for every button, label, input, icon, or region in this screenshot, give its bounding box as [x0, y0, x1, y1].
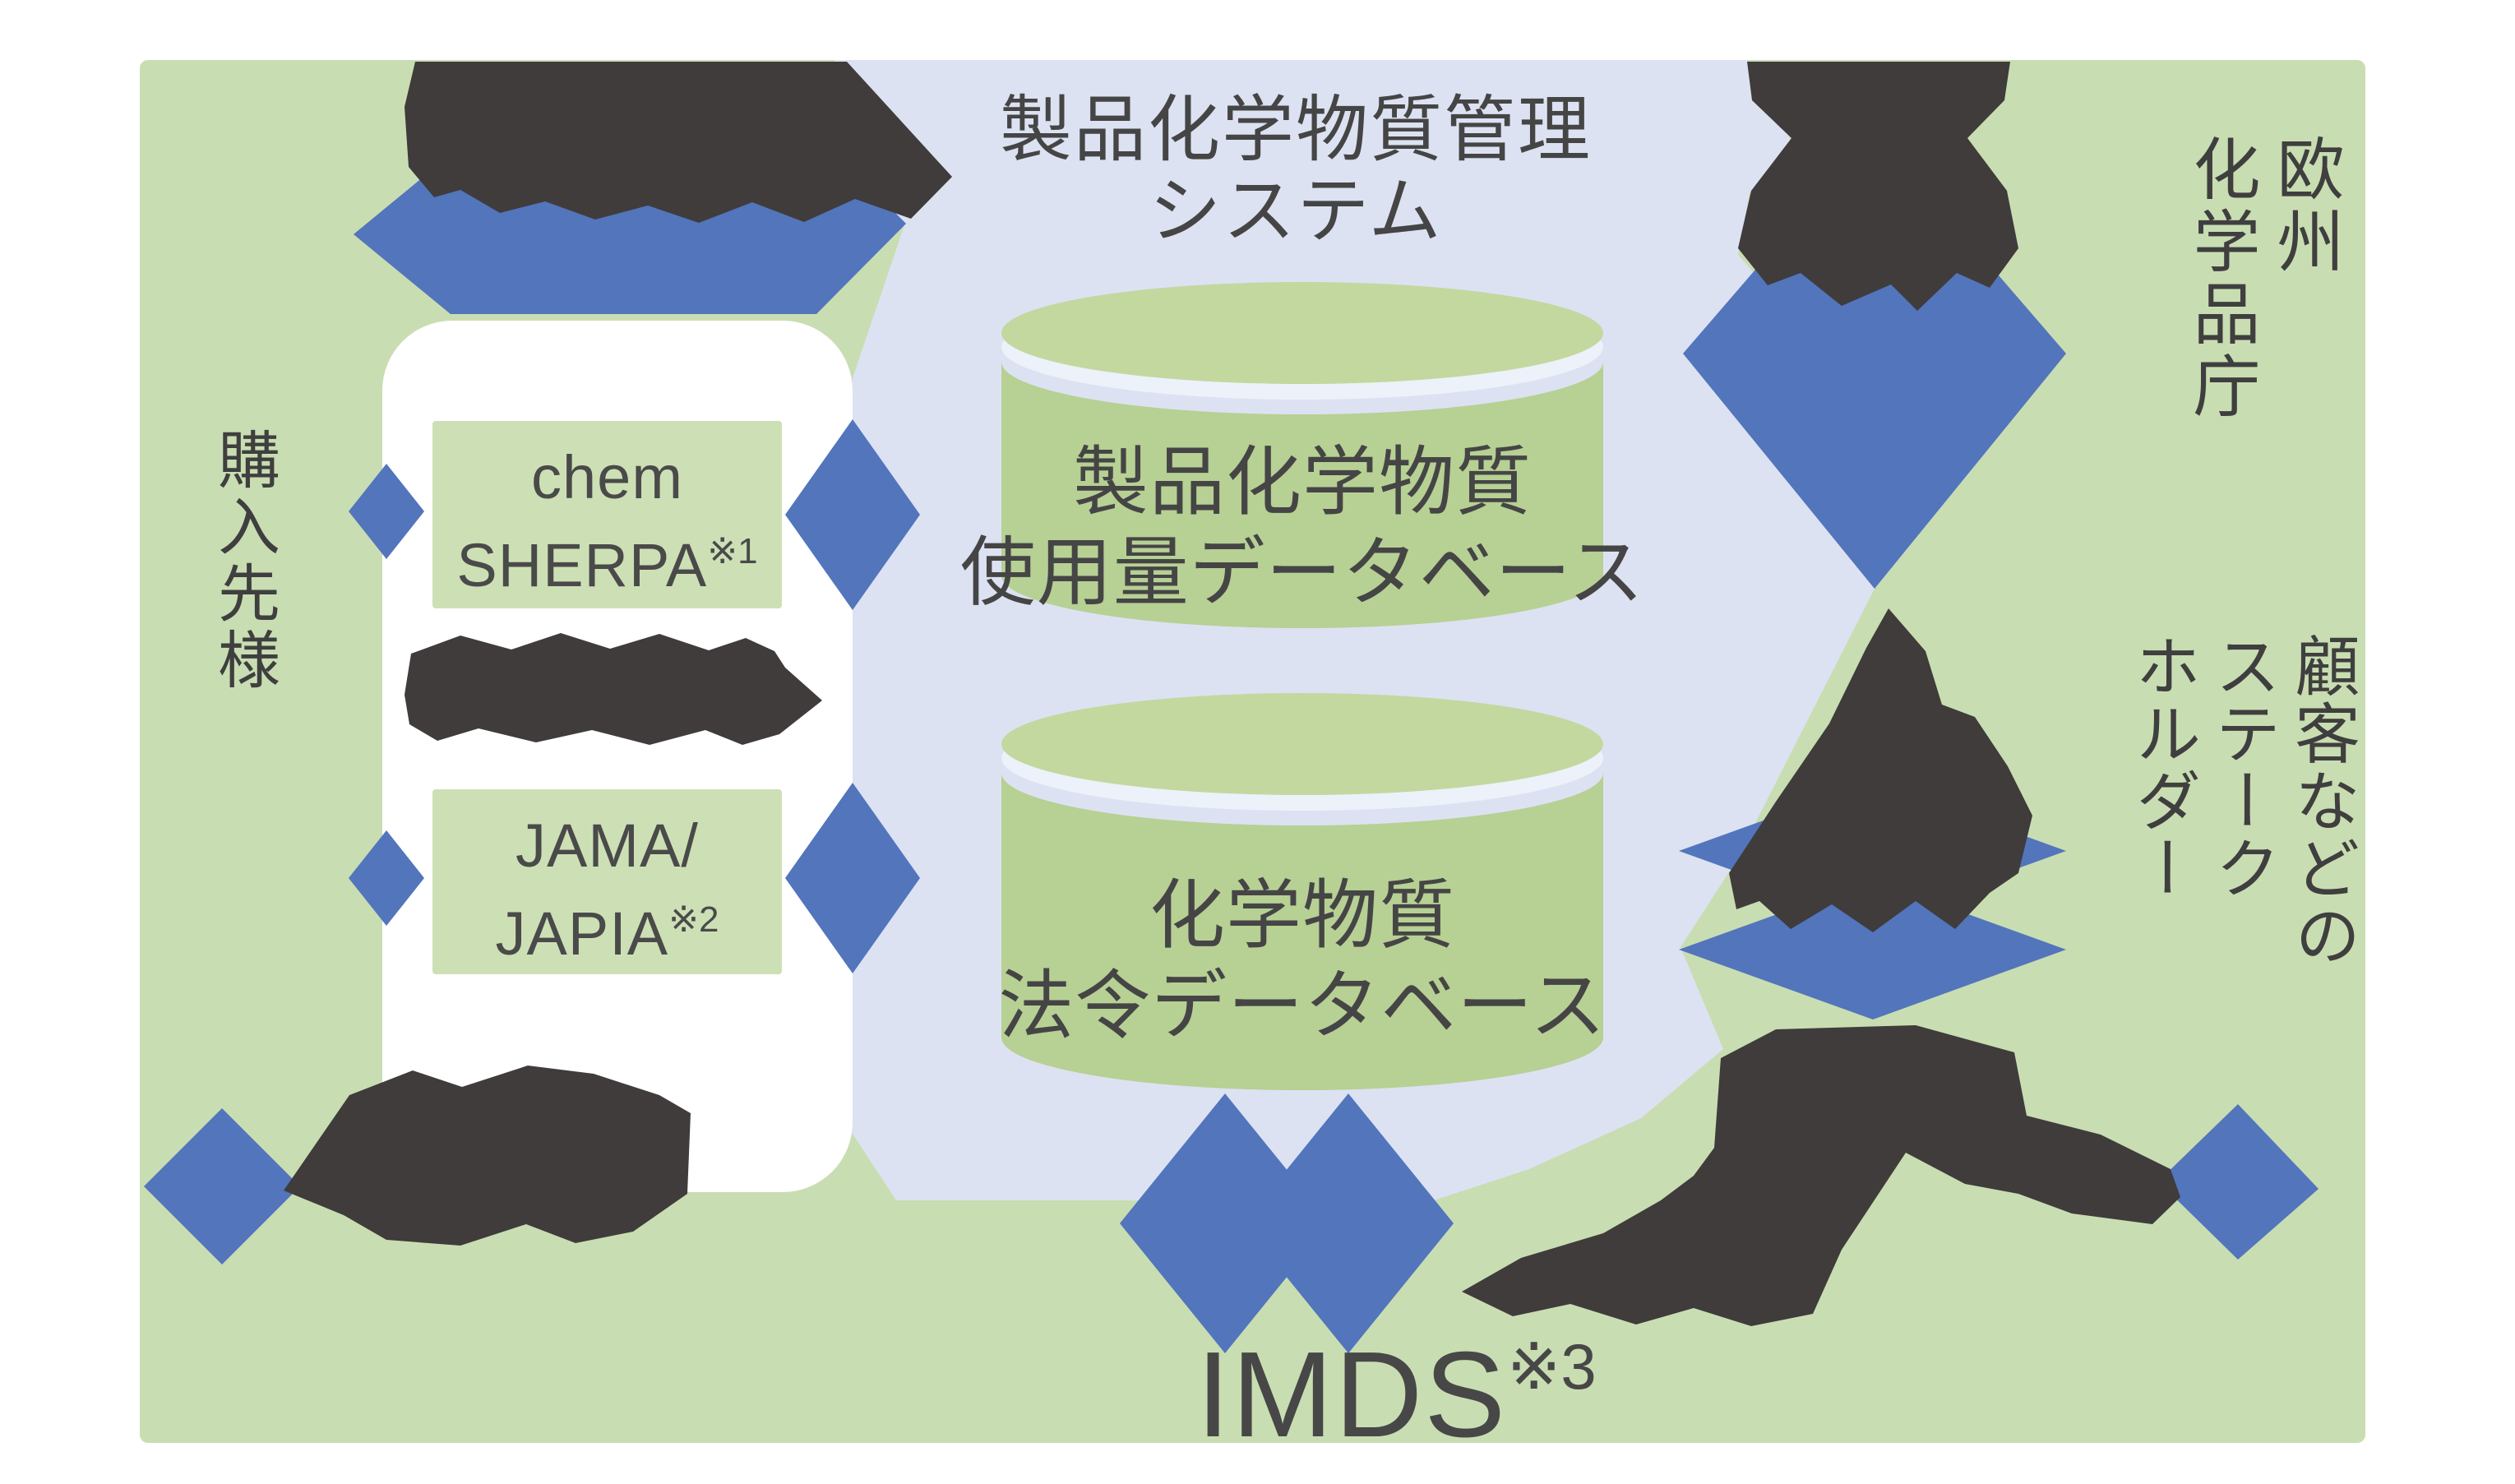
- chem-sherpa-label: chem SHERPA※1: [432, 441, 782, 603]
- jama-japia-box: [432, 789, 782, 974]
- redacted-blob-top-right: [1738, 62, 2018, 311]
- echa-label-col1: 欧州: [2267, 134, 2342, 279]
- chem-sherpa-line1: chem: [531, 443, 683, 511]
- jama-japia-note: ※2: [668, 899, 719, 940]
- imds-exchange-arrow-right: [1243, 1093, 1454, 1353]
- system-title-line1: 製品化学物質管理: [999, 89, 1592, 170]
- imds-name: IMDS: [1196, 1327, 1507, 1463]
- chem-sherpa-line2: SHERPA※1: [432, 515, 782, 603]
- jama-japia-name: JAPIA: [495, 899, 669, 968]
- redacted-blob-bottom-left: [284, 1066, 691, 1246]
- usage-db-line1: 製品化学物質: [1072, 441, 1532, 525]
- chem-sherpa-left-arrow: [349, 464, 424, 559]
- jama-japia-line2: JAPIA※2: [432, 883, 782, 971]
- jama-japia-label: JAMA/ JAPIA※2: [432, 809, 782, 971]
- chem-sherpa-note: ※1: [707, 531, 758, 571]
- law-db-line1: 化学物質: [1149, 874, 1455, 958]
- redacted-blob-bottom-right: [1462, 1025, 2180, 1326]
- stakeholders-label-col2: ステーク: [2206, 632, 2279, 902]
- imds-exchange-arrow-left: [1120, 1093, 1330, 1353]
- bottom-right-exchange-arrow: [2158, 1104, 2319, 1260]
- redacted-blob-between-boxes: [405, 633, 822, 745]
- law-cylinder-body: [1001, 773, 1603, 1090]
- law-cylinder-lid: [1001, 693, 1603, 795]
- stakeholders-label-col1: 顧客などの: [2286, 632, 2359, 969]
- imds-label: IMDS※3: [1196, 1325, 1597, 1465]
- usage-cylinder-body: [1001, 362, 1603, 628]
- stakeholders-label: 顧客などの ステーク ホルダー: [2123, 632, 2362, 1158]
- usage-database-cylinder: [1001, 282, 1603, 628]
- usage-cylinder-lid: [1001, 282, 1603, 384]
- redacted-blob-top-left: [405, 62, 952, 223]
- jama-japia-left-arrow: [349, 830, 424, 926]
- redacted-blob-stakeholder: [1729, 608, 2032, 932]
- chem-sherpa-right-arrow: [785, 419, 920, 610]
- stakeholders-label-col3: ホルダー: [2126, 632, 2199, 902]
- usage-db-line2: 使用量データベース: [959, 531, 1645, 615]
- echa-label: 欧州 化学品庁: [2178, 134, 2346, 660]
- chem-sherpa-name: SHERPA: [456, 531, 708, 599]
- jama-japia-right-arrow: [785, 783, 920, 973]
- echa-label-col2: 化学品庁: [2183, 134, 2258, 423]
- system-title: 製品化学物質管理 システム: [885, 89, 1707, 252]
- law-db-line2: 法令データベース: [998, 964, 1607, 1048]
- imds-note: ※3: [1507, 1330, 1597, 1403]
- supplier-label: 購入先様: [208, 428, 278, 694]
- law-database-cylinder: [1001, 693, 1603, 1090]
- usage-database-label: 製品化学物質 使用量データベース: [932, 437, 1672, 618]
- chem-sherpa-box: [432, 421, 782, 608]
- stakeholder-exchange-arrow-lower: [1679, 880, 2066, 1019]
- bottom-left-exchange-arrow: [144, 1108, 300, 1264]
- law-database-label: 化学物質 法令データベース: [932, 871, 1672, 1052]
- system-title-line2: システム: [1149, 170, 1443, 252]
- jama-japia-line1: JAMA/: [515, 811, 699, 880]
